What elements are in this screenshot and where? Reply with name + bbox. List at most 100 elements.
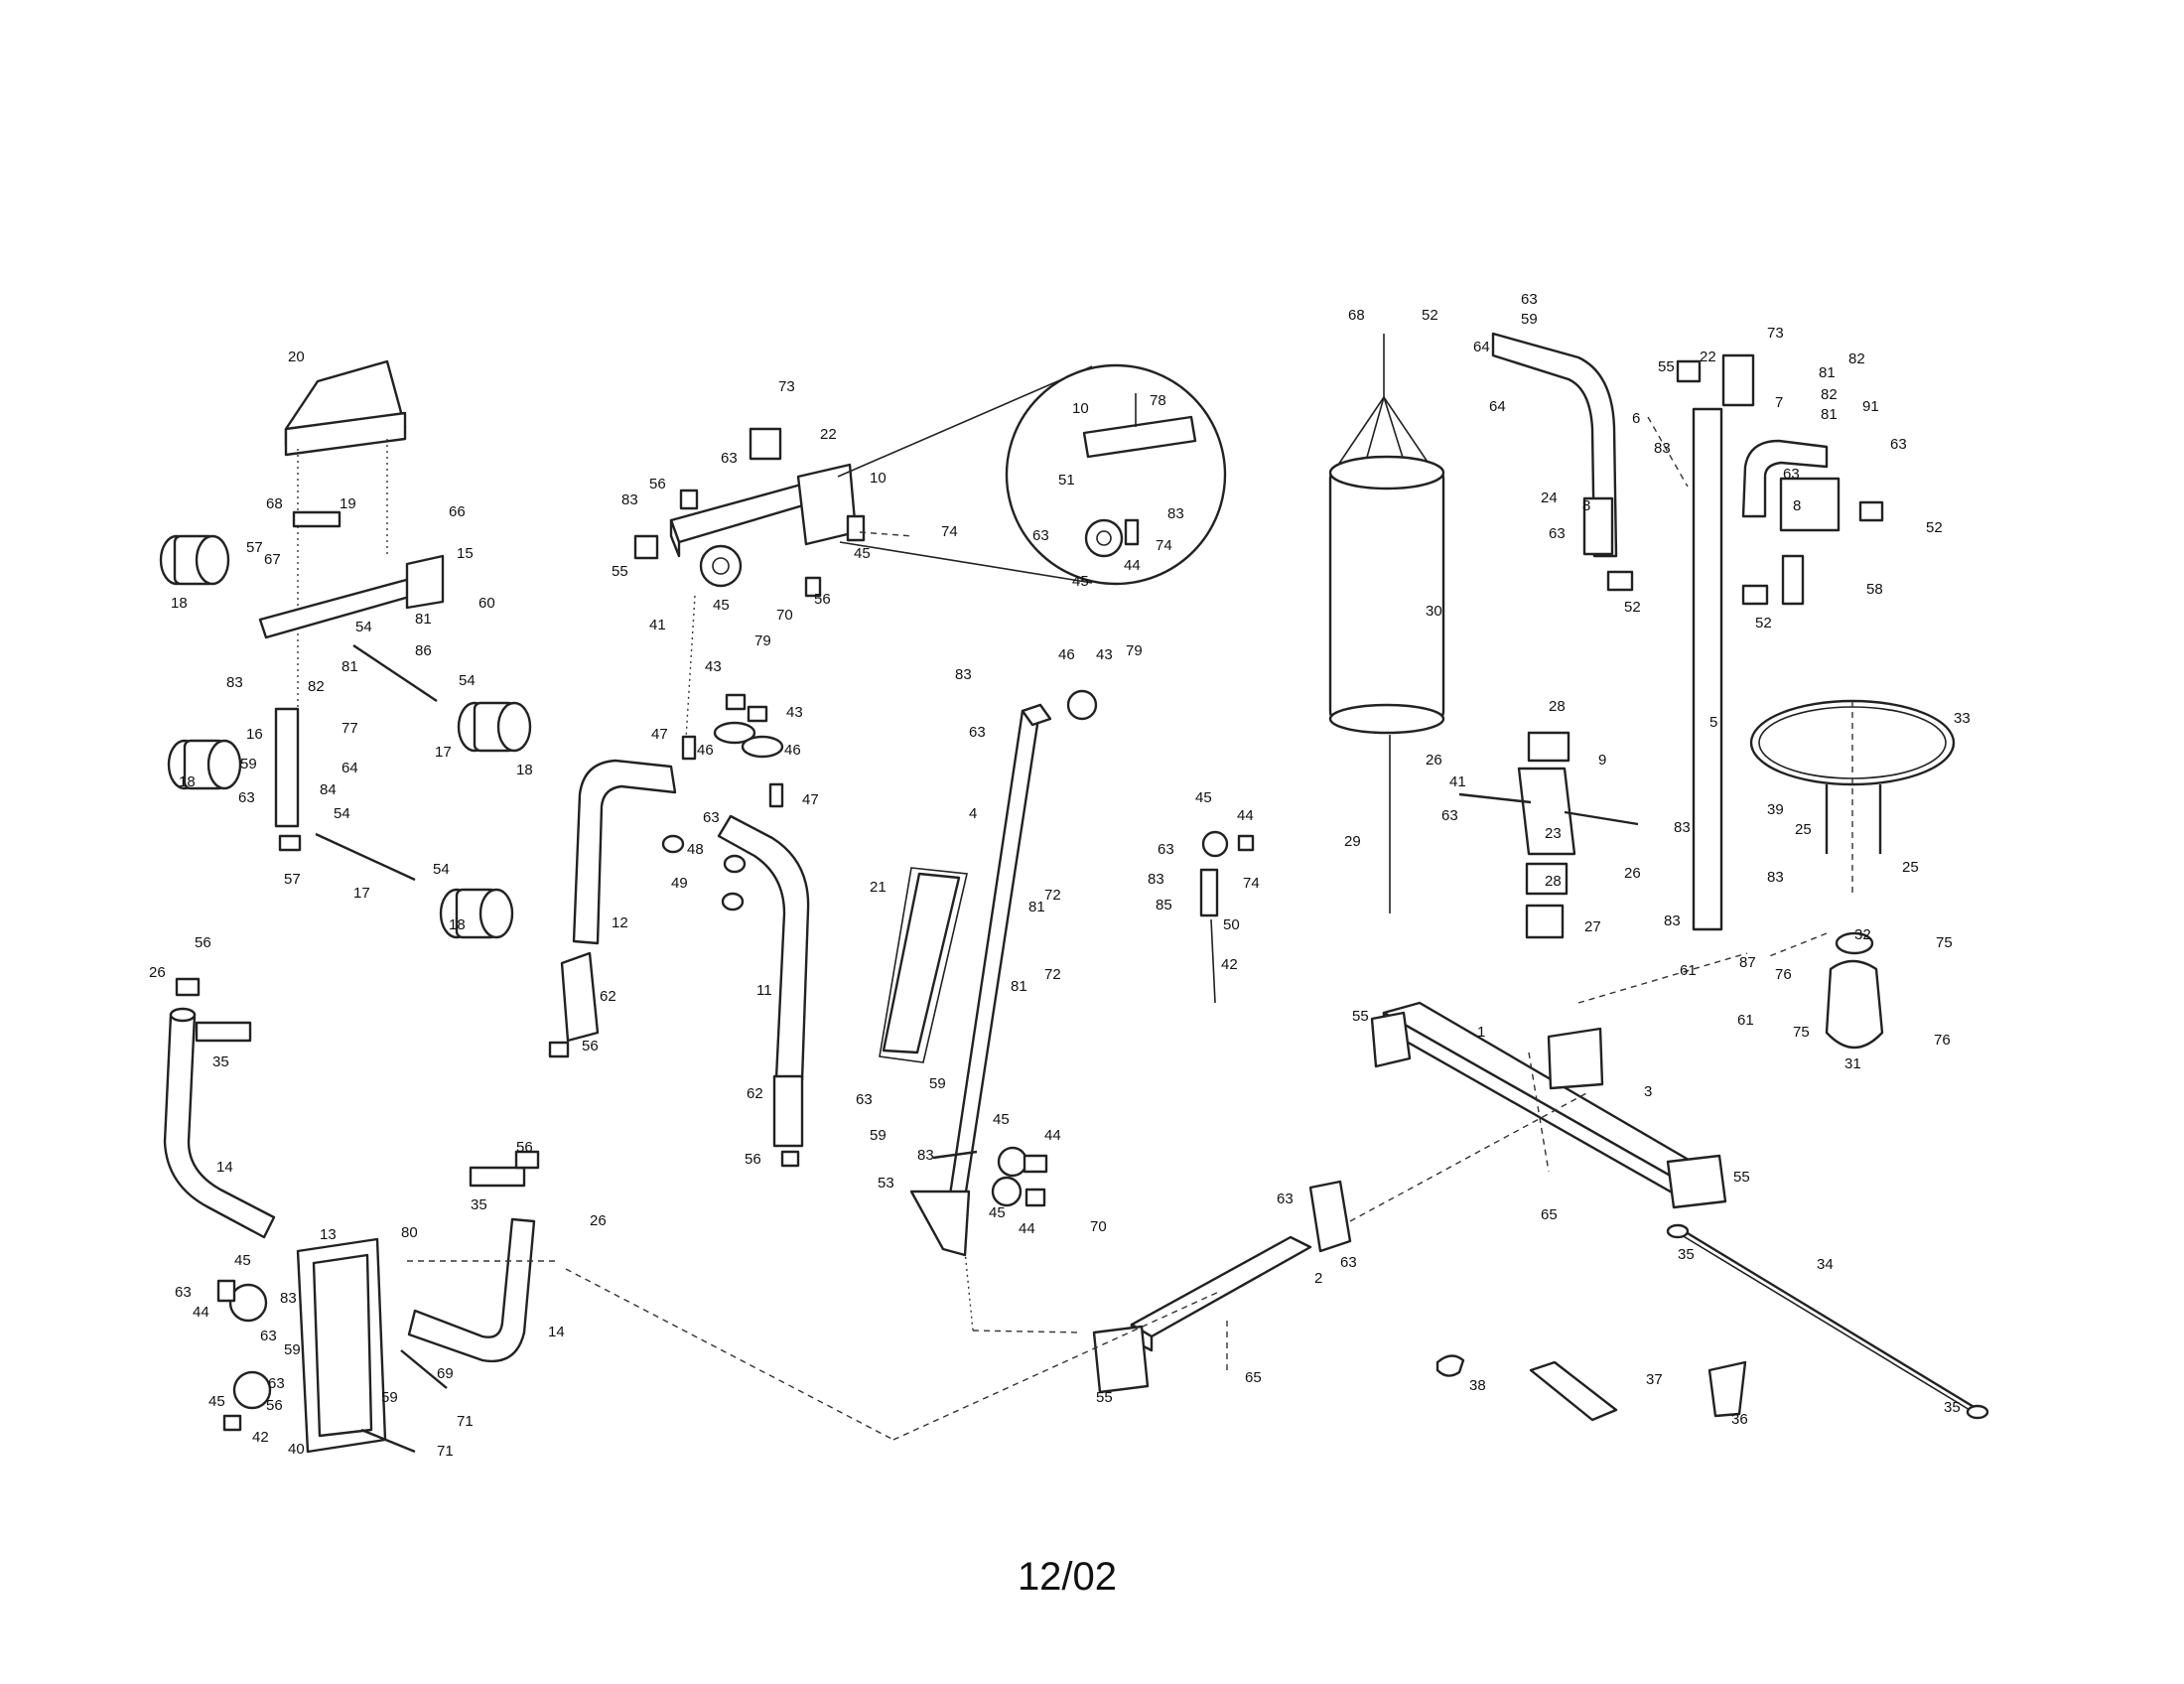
callout-label: 59 <box>870 1127 887 1144</box>
callout-label: 83 <box>1674 819 1691 836</box>
callout-label: 71 <box>437 1443 454 1460</box>
callout-label: 61 <box>1737 1012 1754 1029</box>
callout-label: 2 <box>1314 1270 1322 1287</box>
callout-label: 52 <box>1755 615 1772 632</box>
callout-label: 83 <box>280 1290 297 1307</box>
heavy-bag <box>1328 334 1445 913</box>
callout-label: 40 <box>288 1441 305 1458</box>
callout-label: 83 <box>1167 505 1184 522</box>
callout-label: 59 <box>240 756 257 772</box>
callout-label: 59 <box>1521 311 1538 328</box>
callout-label: 81 <box>1011 978 1027 995</box>
callout-label: 72 <box>1044 966 1061 983</box>
callout-label: 63 <box>969 724 986 741</box>
callout-label: 65 <box>1541 1206 1558 1223</box>
callout-label: 63 <box>260 1328 277 1344</box>
callout-label: 18 <box>179 773 196 790</box>
callout-label: 45 <box>993 1111 1010 1128</box>
callout-label: 21 <box>870 879 887 896</box>
callout-label: 75 <box>1936 934 1953 951</box>
callout-label: 22 <box>820 426 837 443</box>
callout-label: 74 <box>1243 875 1260 892</box>
callout-label: 51 <box>1058 472 1075 489</box>
callout-label: 83 <box>621 491 638 508</box>
callout-label: 63 <box>1441 807 1458 824</box>
callout-label: 22 <box>1700 349 1716 365</box>
callout-label: 59 <box>381 1389 398 1406</box>
assembly-leader-lines <box>565 1268 1222 1441</box>
callout-label: 91 <box>1862 398 1879 415</box>
callout-label: 63 <box>1158 841 1174 858</box>
callout-label: 37 <box>1646 1371 1663 1388</box>
callout-label: 83 <box>955 666 972 683</box>
press-arms <box>548 759 810 1168</box>
callout-label: 35 <box>1944 1399 1961 1416</box>
upper-pulley-bracket <box>633 427 914 756</box>
callout-label: 1 <box>1477 1024 1485 1041</box>
callout-label: 44 <box>1044 1127 1061 1144</box>
callout-label: 14 <box>548 1324 565 1340</box>
callout-label: 63 <box>1783 466 1800 483</box>
callout-label: 59 <box>929 1075 946 1092</box>
callout-label: 71 <box>457 1413 474 1430</box>
callout-label: 80 <box>401 1224 418 1241</box>
callout-label: 26 <box>1624 865 1641 882</box>
callout-label: 72 <box>1044 887 1061 904</box>
callout-label: 5 <box>1709 714 1717 731</box>
callout-label: 7 <box>1775 394 1783 411</box>
callout-label: 43 <box>705 658 722 675</box>
callout-label: 73 <box>778 378 795 395</box>
center-upright <box>879 689 1098 1332</box>
callout-label: 16 <box>246 726 263 743</box>
callout-label: 11 <box>756 982 772 999</box>
callout-label: 35 <box>471 1196 487 1213</box>
callout-label: 55 <box>612 563 628 580</box>
callout-label: 12 <box>612 914 628 931</box>
callout-label: 4 <box>969 805 977 822</box>
callout-label: 81 <box>1028 899 1045 915</box>
callout-label: 63 <box>1340 1254 1357 1271</box>
callout-label: 33 <box>1954 710 1971 727</box>
callout-label: 52 <box>1624 599 1641 616</box>
callout-label: 47 <box>802 791 819 808</box>
callout-label: 42 <box>1221 956 1238 973</box>
callout-label: 9 <box>1598 752 1606 769</box>
callout-label: 56 <box>266 1397 283 1414</box>
callout-label: 55 <box>1096 1389 1113 1406</box>
base-frame <box>1092 952 1748 1394</box>
callout-label: 28 <box>1549 698 1566 715</box>
callout-label: 26 <box>149 964 166 981</box>
callout-label: 63 <box>1277 1191 1294 1207</box>
callout-label: 18 <box>449 916 466 933</box>
callout-label: 30 <box>1426 603 1442 620</box>
callout-label: 44 <box>1019 1220 1035 1237</box>
callout-label: 60 <box>478 595 495 612</box>
callout-label: 63 <box>721 450 738 467</box>
callout-label: 26 <box>590 1212 607 1229</box>
callout-label: 46 <box>1058 646 1075 663</box>
callout-label: 56 <box>814 591 831 608</box>
callout-label: 64 <box>1473 339 1490 355</box>
callout-label: 48 <box>687 841 704 858</box>
callout-label: 63 <box>175 1284 192 1301</box>
callout-label: 73 <box>1767 325 1784 342</box>
callout-label: 44 <box>193 1304 209 1321</box>
callout-label: 56 <box>649 476 666 492</box>
callout-label: 29 <box>1344 833 1361 850</box>
callout-label: 63 <box>703 809 720 826</box>
callout-label: 10 <box>870 470 887 487</box>
callout-label: 35 <box>1678 1246 1695 1263</box>
callout-label: 70 <box>776 607 793 624</box>
callout-label: 59 <box>284 1341 301 1358</box>
callout-label: 67 <box>264 551 281 568</box>
callout-label: 17 <box>353 885 370 902</box>
callout-label: 45 <box>1195 789 1212 806</box>
callout-label: 53 <box>878 1175 894 1192</box>
callout-label: 75 <box>1793 1024 1810 1041</box>
callout-label: 45 <box>234 1252 251 1269</box>
callout-label: 46 <box>697 742 714 759</box>
accessories <box>1435 1223 1989 1422</box>
callout-label: 35 <box>212 1053 229 1070</box>
seat-assembly <box>258 359 445 882</box>
